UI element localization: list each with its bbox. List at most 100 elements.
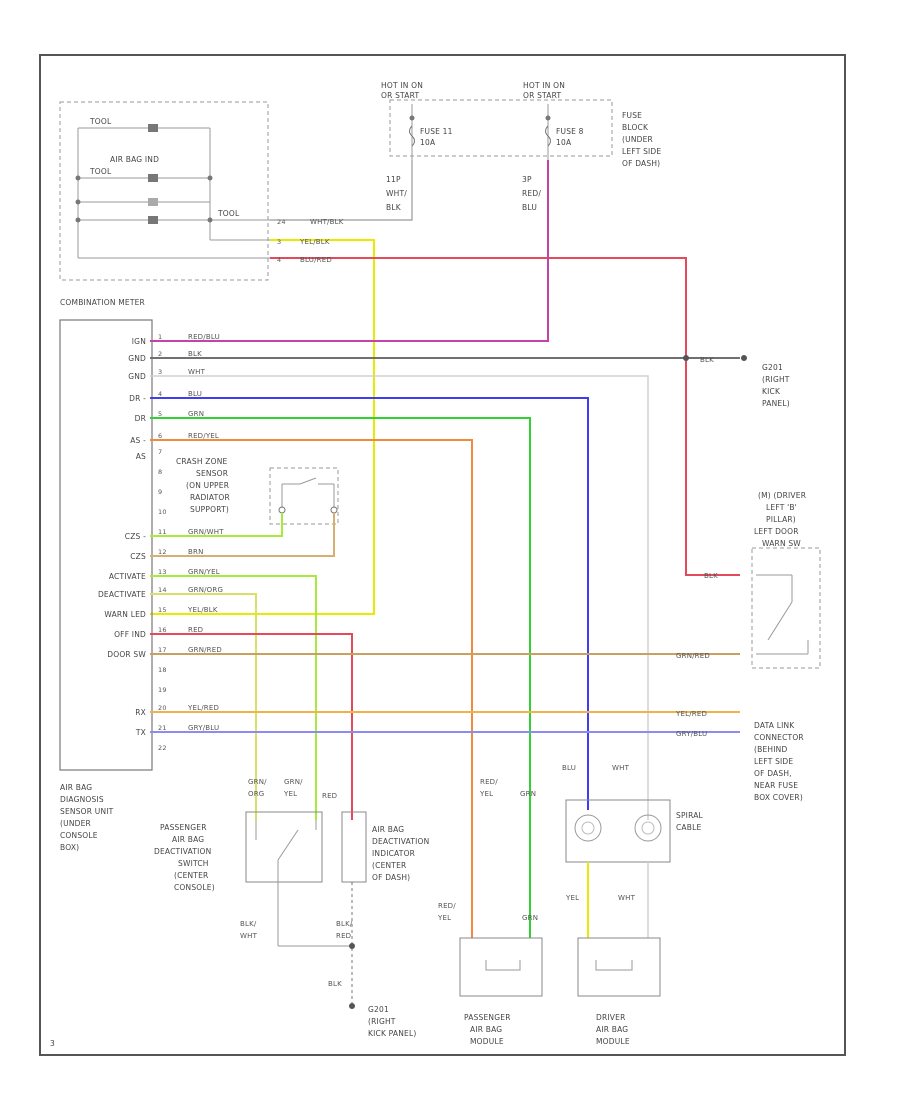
label-text: SWITCH: [178, 859, 209, 868]
ecu-pin-label: WARN LED: [104, 610, 146, 619]
door-sw-wire-out: GRN/RED: [676, 652, 710, 660]
ecu-pin-number: 16: [158, 626, 167, 634]
ecu-pin-number: 19: [158, 686, 167, 694]
ecu-pin-label: DOOR SW: [107, 650, 146, 659]
ecu-wire-label: YEL/BLK: [187, 606, 218, 614]
fuse-block: HOT IN ON OR START HOT IN ON OR START FU…: [381, 81, 661, 212]
fuse-block-label-2: BLOCK: [622, 123, 649, 132]
deactivation-indicator: RED BLK/ RED AIR BAG DEACTIVATION INDICA…: [322, 792, 429, 1005]
spiral-cable: BLU WHT SPIRAL CABLE YEL WHT: [562, 764, 704, 938]
ecu-pin-number: 6: [158, 432, 162, 440]
label-text: CONSOLE: [60, 831, 98, 840]
hot-right-1: HOT IN ON: [523, 81, 565, 90]
ecu-wire-label: WHT: [188, 368, 206, 376]
crash-label-2: SENSOR: [196, 469, 228, 478]
crash-label-5: SUPPORT): [190, 505, 229, 514]
label-text: RED/: [480, 778, 498, 786]
ecu-pin-number: 18: [158, 666, 167, 674]
crash-label-4: RADIATOR: [190, 493, 230, 502]
ecu-pin-label: GND: [128, 372, 146, 381]
tl-wire-blured: BLU/RED: [300, 256, 332, 264]
wire-czs-minus: [150, 513, 283, 537]
wire-activate: [150, 575, 317, 820]
label-text: AIR BAG: [372, 825, 404, 834]
label-text: BLK: [328, 980, 342, 988]
label-text: CONSOLE): [174, 883, 215, 892]
label-text: (RIGHT: [368, 1017, 396, 1026]
door-label-2: LEFT 'B': [766, 503, 797, 512]
ecu-pin-number: 8: [158, 468, 162, 476]
label-text: PASSENGER: [160, 823, 207, 832]
label-text: WHT: [612, 764, 630, 772]
ground-right-1: G201: [762, 363, 783, 372]
ecu-pin-number: 21: [158, 724, 167, 732]
label-text: RED/: [438, 902, 456, 910]
ecu-pin-number: 1: [158, 333, 162, 341]
dlc-label-7: BOX COVER): [754, 793, 803, 802]
label-text: AIR BAG: [596, 1025, 628, 1034]
label-text: G201: [368, 1005, 389, 1014]
wire-as-minus: [150, 439, 473, 938]
wire-gnd-wht: [150, 375, 649, 820]
ecu-pin-number: 22: [158, 744, 167, 752]
air-bag-indicator-box: TOOL AIR BAG IND TOOL TOOL: [59, 101, 270, 281]
label-text: YEL: [565, 894, 579, 902]
ecu-pin-label: RX: [135, 708, 146, 717]
hot-left-2: OR START: [381, 91, 419, 100]
right-drop-2: RED/: [522, 189, 541, 198]
ecu-pin-number: 12: [158, 548, 167, 556]
ecu-wire-label: GRN: [188, 410, 204, 418]
air-bag-ind-label: AIR BAG IND: [110, 155, 159, 164]
wire-off-ind: [150, 633, 353, 820]
ground-g201-right: BLK G201 (RIGHT KICK PANEL): [683, 355, 790, 408]
ecu-wire-label: GRN/WHT: [188, 528, 224, 536]
hot-right-2: OR START: [523, 91, 561, 100]
label-text: MODULE: [596, 1037, 630, 1046]
label-text: CABLE: [676, 823, 701, 832]
ground-right-4: PANEL): [762, 399, 790, 408]
fuse-8-rating: 10A: [556, 138, 572, 147]
wire-deactivate: [150, 593, 257, 820]
ecu-pin-label: GND: [128, 354, 146, 363]
data-link-connector: YEL/RED GRY/BLU DATA LINK CONNECTOR (BEH…: [675, 710, 804, 802]
left-door-warn-switch: BLK GRN/RED (M) (DRIVER LEFT 'B' PILLAR)…: [676, 491, 821, 669]
fuse-11-rating: 10A: [420, 138, 436, 147]
wire-dr-minus: [150, 397, 589, 810]
ecu-pin-number: 20: [158, 704, 167, 712]
ecu-pin-label: AS -: [130, 436, 146, 445]
ecu-pin-number: 3: [158, 368, 162, 376]
dlc-label-1: DATA LINK: [754, 721, 795, 730]
passenger-air-bag-module: RED/ YEL GRN RED/ YEL GRN PASSENGER AIR …: [437, 778, 543, 1046]
label-text: BLK/: [336, 920, 353, 928]
label-text: GRN/: [284, 778, 303, 786]
label-text: BLU: [562, 764, 576, 772]
ecu-pin-number: 11: [158, 528, 167, 536]
ecu-wire-label: RED: [188, 626, 203, 634]
dlc-wire-rx: YEL/RED: [675, 710, 707, 718]
ecu-pin-number: 5: [158, 410, 162, 418]
label-text: DEACTIVATION: [372, 837, 429, 846]
label-text: YEL: [283, 790, 297, 798]
label-text: YEL: [479, 790, 493, 798]
ecu-wire-label: GRN/ORG: [188, 586, 223, 594]
ecu-pin-number: 17: [158, 646, 167, 654]
left-drop-2: WHT/: [386, 189, 407, 198]
label-text: SPIRAL: [676, 811, 704, 820]
ground-right-2: (RIGHT: [762, 375, 790, 384]
ecu-pin-label: ACTIVATE: [109, 572, 146, 581]
diagram-code: 3: [50, 1039, 55, 1048]
label-text: DEACTIVATION: [154, 847, 211, 856]
passenger-deactivation-switch: GRN/ ORG GRN/ YEL BLK/ WHT PASSENGER AIR…: [154, 778, 352, 947]
dlc-label-5: OF DASH,: [754, 769, 792, 778]
label-text: GRN: [520, 790, 536, 798]
ground-g201-bottom: BLK G201 (RIGHT KICK PANEL): [328, 943, 416, 1038]
ecu-pin-number: 14: [158, 586, 167, 594]
ecu-pin-label: DR -: [129, 394, 146, 403]
tool-label-1: TOOL: [89, 117, 112, 126]
label-text: ORG: [248, 790, 264, 798]
door-label-5: WARN SW: [762, 539, 801, 548]
hot-left-1: HOT IN ON: [381, 81, 423, 90]
label-text: MODULE: [470, 1037, 504, 1046]
ground-right-3: KICK: [762, 387, 781, 396]
tl-pin-3: 3: [277, 238, 281, 246]
